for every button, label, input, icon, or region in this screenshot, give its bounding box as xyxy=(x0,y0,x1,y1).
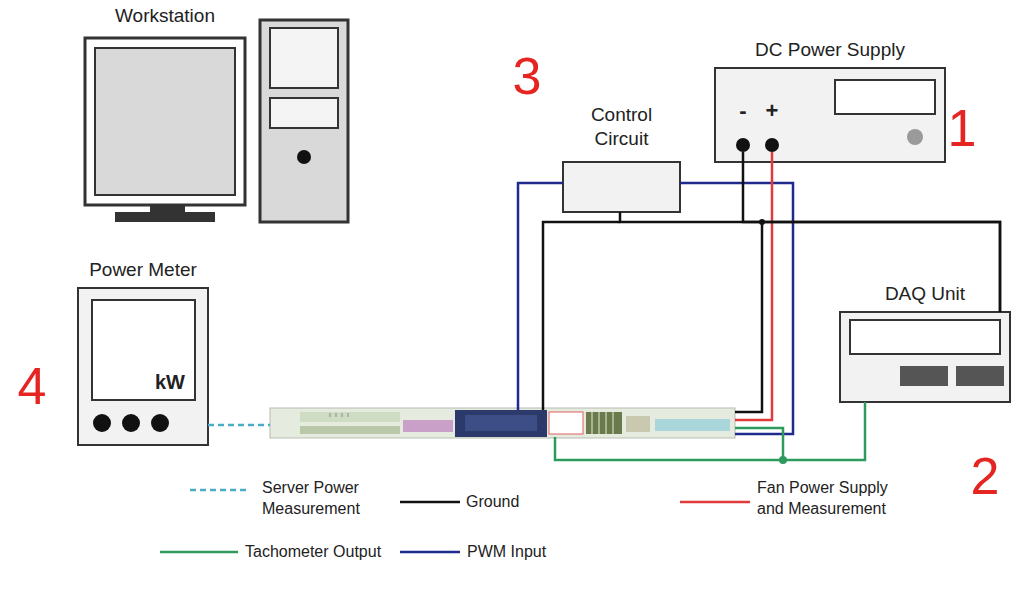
node-text: kW xyxy=(150,370,190,394)
fan-power-wire xyxy=(735,152,772,420)
legend-line xyxy=(400,501,460,504)
power-supply-body xyxy=(715,68,945,162)
legend-text: Server Power Measurement xyxy=(262,478,377,520)
ground-wire xyxy=(735,222,762,412)
power-meter: Power MeterkW xyxy=(78,288,208,445)
power-supply: DC Power Supply-+ xyxy=(715,68,945,162)
callout-number: 3 xyxy=(513,50,542,102)
node-heading: Workstation xyxy=(85,5,245,28)
legend-text: PWM Input xyxy=(467,542,587,563)
node-heading: Control Circuit xyxy=(563,103,680,152)
junction-dot xyxy=(779,456,787,464)
legend-line xyxy=(400,551,460,554)
node-text: + xyxy=(762,98,782,124)
server-power-wire xyxy=(208,424,270,427)
server-board xyxy=(270,408,735,438)
callout-number: 2 xyxy=(971,450,1000,502)
legend-text: Ground xyxy=(466,492,566,513)
legend-line xyxy=(190,489,250,492)
legend-line xyxy=(160,551,238,554)
ground-wire xyxy=(742,152,745,162)
node-heading: DC Power Supply xyxy=(715,39,945,62)
control-circuit-body xyxy=(563,162,680,212)
callout-number: 1 xyxy=(948,102,977,154)
daq-unit-body xyxy=(840,312,1010,402)
control-circuit: Control Circuit xyxy=(563,162,680,212)
legend-line xyxy=(680,501,750,504)
power-meter-body xyxy=(78,288,208,445)
tach-wire xyxy=(735,428,783,460)
legend-text: Tachometer Output xyxy=(245,542,405,563)
node-text: - xyxy=(733,98,753,124)
tach-wire xyxy=(555,402,865,460)
pwm-wire xyxy=(680,183,793,434)
workstation: Workstation xyxy=(85,30,350,225)
daq-unit: DAQ Unit xyxy=(840,312,1010,402)
callout-number: 4 xyxy=(18,360,47,412)
legend-text: Fan Power Supply and Measurement xyxy=(757,478,902,520)
wiring xyxy=(208,152,865,464)
pwm-wire xyxy=(518,183,563,410)
node-heading: DAQ Unit xyxy=(840,283,1010,306)
ground-wire xyxy=(543,222,620,410)
computer-icon xyxy=(85,20,348,222)
node-heading: Power Meter xyxy=(78,259,208,282)
